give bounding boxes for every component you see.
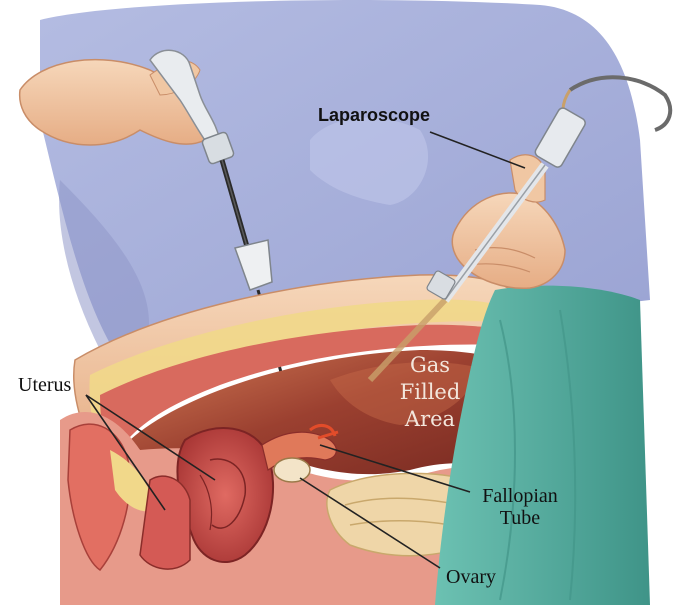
gas-label-line-3: Area [385,406,475,433]
gas-label-line-2: Filled [385,379,475,406]
ovary-label: Ovary [446,566,496,588]
fallopian-tube-label: Fallopian Tube [470,485,570,529]
laparoscope-label: Laparoscope [318,104,430,126]
fallopian-label-line-2: Tube [470,507,570,529]
gas-filled-area-label: Gas Filled Area [385,352,475,433]
gas-label-line-1: Gas [385,352,475,379]
fallopian-label-line-1: Fallopian [470,485,570,507]
uterus-label: Uterus [18,374,71,396]
ovary-shape [274,458,310,482]
